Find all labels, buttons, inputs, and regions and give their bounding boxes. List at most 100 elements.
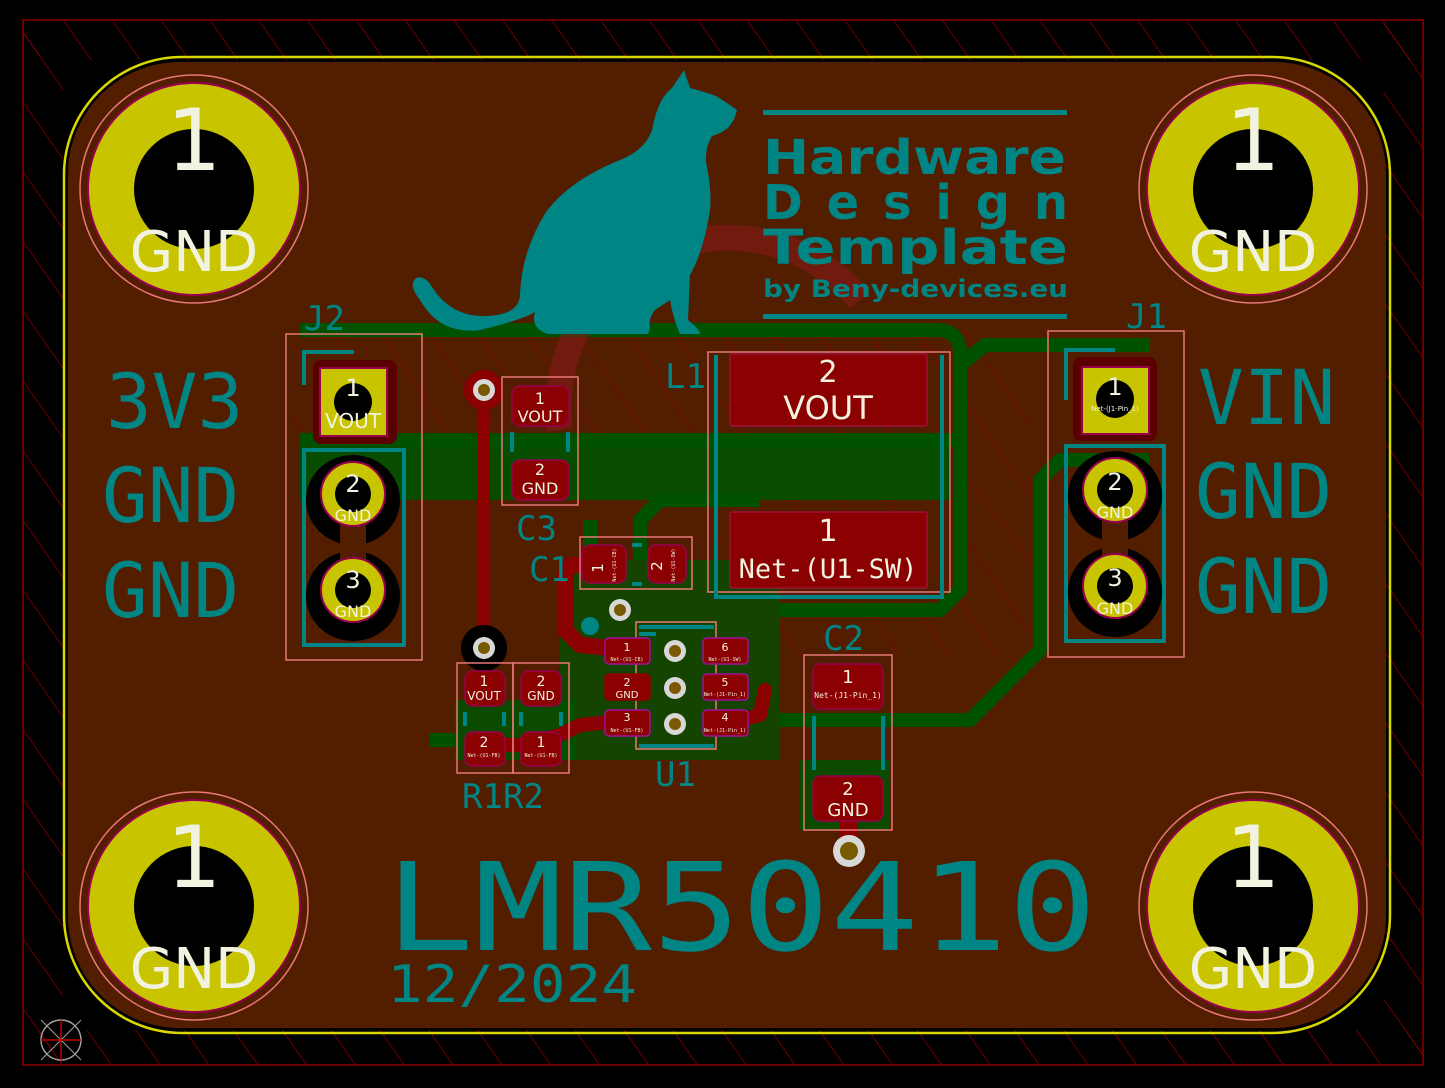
capacitor-C2[interactable]: C2 1 Net-(J1-Pin_1) 2 GND	[803, 619, 893, 831]
ref-C1: C1	[529, 550, 570, 590]
title-line-1: Hardware	[763, 130, 1066, 186]
ref-L1: L1	[665, 357, 706, 397]
pin-net: Net-(J1-Pin_1)	[1091, 405, 1139, 413]
pad-net: VOUT	[467, 689, 501, 703]
pad-number: 2	[648, 561, 666, 571]
pin1-marker	[581, 617, 599, 635]
pad-net: GND	[527, 689, 555, 703]
pad-net: Net-(U1-SW)	[708, 657, 741, 663]
u1-pad[interactable]: 4 Net-(J1-Pin_1)	[702, 709, 749, 737]
origin-crosshair-icon	[40, 1019, 82, 1061]
ic-U1[interactable]: 1 Net-(U1-CB) 2 GND 3 Net-(U1-FB) 6 Net-…	[604, 621, 749, 795]
mounting-hole-net: GND	[1189, 220, 1317, 285]
thermal-via	[664, 640, 686, 735]
pin-net: VOUT	[325, 409, 382, 433]
inductor-L1[interactable]: L1 2 VOUT 1 Net-(U1-SW)	[665, 351, 951, 599]
via[interactable]	[461, 625, 507, 671]
resistor-R2[interactable]: 2 GND 1 Net-(U1-FB)	[512, 662, 570, 774]
via[interactable]	[464, 370, 504, 410]
label-gnd: GND	[1195, 542, 1332, 631]
ref-R1R2: R1R2	[462, 777, 544, 817]
pad-net: Net-(U1-CB)	[610, 657, 643, 663]
pad-net: GND	[827, 800, 868, 821]
mounting-hole-top-right[interactable]: 1 GND	[1138, 74, 1368, 304]
u1-pad[interactable]: 1 Net-(U1-CB)	[604, 637, 651, 665]
title-block: Hardware D e s i g n Template by Beny-de…	[763, 110, 1068, 319]
pad-number: 2	[818, 355, 837, 390]
pad-number: 2	[624, 676, 631, 689]
pad-net: Net-(U1-CB)	[612, 548, 618, 581]
label-gnd: GND	[1195, 447, 1332, 536]
pad-number: 6	[722, 641, 729, 654]
pin-number: 3	[345, 566, 360, 594]
pad-net: Net-(U1-FB)	[610, 728, 643, 734]
capacitor-C3[interactable]: 1 VOUT 2 GND C3	[501, 376, 579, 549]
mounting-hole-pin: 1	[167, 91, 222, 191]
pad-number: 1	[537, 735, 546, 751]
pad-net: Net-(J1-Pin_1)	[704, 728, 746, 734]
label-gnd: GND	[102, 451, 239, 540]
connector-J2[interactable]: J2 1 VOUT 2 GND 3 GND	[285, 299, 423, 661]
pad-net: VOUT	[518, 407, 563, 426]
pad-net: GND	[522, 479, 559, 498]
via[interactable]	[833, 835, 865, 867]
connector-J1[interactable]: J1 1 Net-(J1-Pin_1) 2 GND 3 GND	[1047, 297, 1185, 658]
mounting-hole-pin: 1	[167, 808, 222, 908]
pad-net: Net-(U1-FB)	[524, 753, 557, 759]
date-label: 12/2024	[387, 955, 637, 1015]
ref-U1: U1	[655, 755, 696, 795]
pin-net: GND	[335, 602, 372, 621]
via[interactable]	[609, 599, 631, 621]
pad-number: 1	[624, 641, 631, 654]
board-outline	[62, 55, 1392, 1035]
pad-number: 1	[480, 674, 489, 690]
title-line-4: by Beny-devices.eu	[763, 275, 1068, 303]
pad-number: 1	[818, 514, 837, 549]
pad-number: 2	[480, 735, 489, 751]
mounting-hole-bottom-right[interactable]: 1 GND	[1138, 791, 1368, 1021]
pin-number: 1	[1107, 373, 1122, 401]
pad-number: 2	[537, 674, 546, 690]
pin-net: GND	[1097, 503, 1134, 522]
mounting-hole-net: GND	[130, 937, 258, 1002]
mounting-hole-pin: 1	[1226, 91, 1281, 191]
label-3v3: 3V3	[106, 357, 243, 446]
cat-logo-icon	[412, 70, 737, 334]
label-vin: VIN	[1198, 353, 1335, 442]
mounting-hole-top-left[interactable]: 1 GND	[79, 74, 309, 304]
part-number-label: LMR50410	[385, 837, 1097, 979]
pad-net: Net-(J1-Pin_1)	[704, 692, 746, 698]
pad-net: Net-(U1-SW)	[671, 548, 677, 581]
u1-pad[interactable]: 6 Net-(U1-SW)	[702, 637, 749, 665]
pad-net: Net-(U1-SW)	[739, 554, 918, 585]
pad-number: 1	[842, 667, 853, 688]
pin-number: 2	[1107, 468, 1122, 496]
pad-number: 1	[535, 389, 545, 408]
pad-number: 2	[842, 779, 853, 800]
mounting-hole-bottom-left[interactable]: 1 GND	[79, 791, 309, 1021]
u1-pad[interactable]: 3 Net-(U1-FB)	[604, 709, 651, 737]
mounting-hole-net: GND	[130, 220, 258, 285]
resistor-R1[interactable]: 1 VOUT 2 Net-(U1-FB)	[456, 662, 514, 774]
mounting-hole-net: GND	[1189, 937, 1317, 1002]
pad-number: 1	[589, 563, 607, 573]
label-gnd: GND	[102, 546, 239, 635]
pad-net: Net-(J1-Pin_1)	[814, 691, 881, 700]
mounting-hole-pin: 1	[1226, 808, 1281, 908]
pad-net: VOUT	[783, 389, 873, 427]
pad-number: 2	[535, 460, 545, 479]
pin-number: 1	[345, 374, 360, 402]
u1-pad[interactable]: 5 Net-(J1-Pin_1)	[702, 673, 749, 701]
pad-net: GND	[616, 690, 639, 701]
pad-net: Net-(U1-FB)	[467, 753, 500, 759]
pin-number: 2	[345, 470, 360, 498]
ref-C2: C2	[823, 619, 864, 659]
pin-number: 3	[1107, 564, 1122, 592]
capacitor-C1[interactable]: C1 1 Net-(U1-CB) 2 Net-(U1-SW)	[529, 536, 693, 590]
pin-net: GND	[335, 506, 372, 525]
pad-number: 3	[624, 711, 631, 724]
pad-number: 4	[722, 711, 729, 724]
u1-pad[interactable]: 2 GND	[604, 673, 651, 701]
ref-C3: C3	[516, 509, 557, 549]
